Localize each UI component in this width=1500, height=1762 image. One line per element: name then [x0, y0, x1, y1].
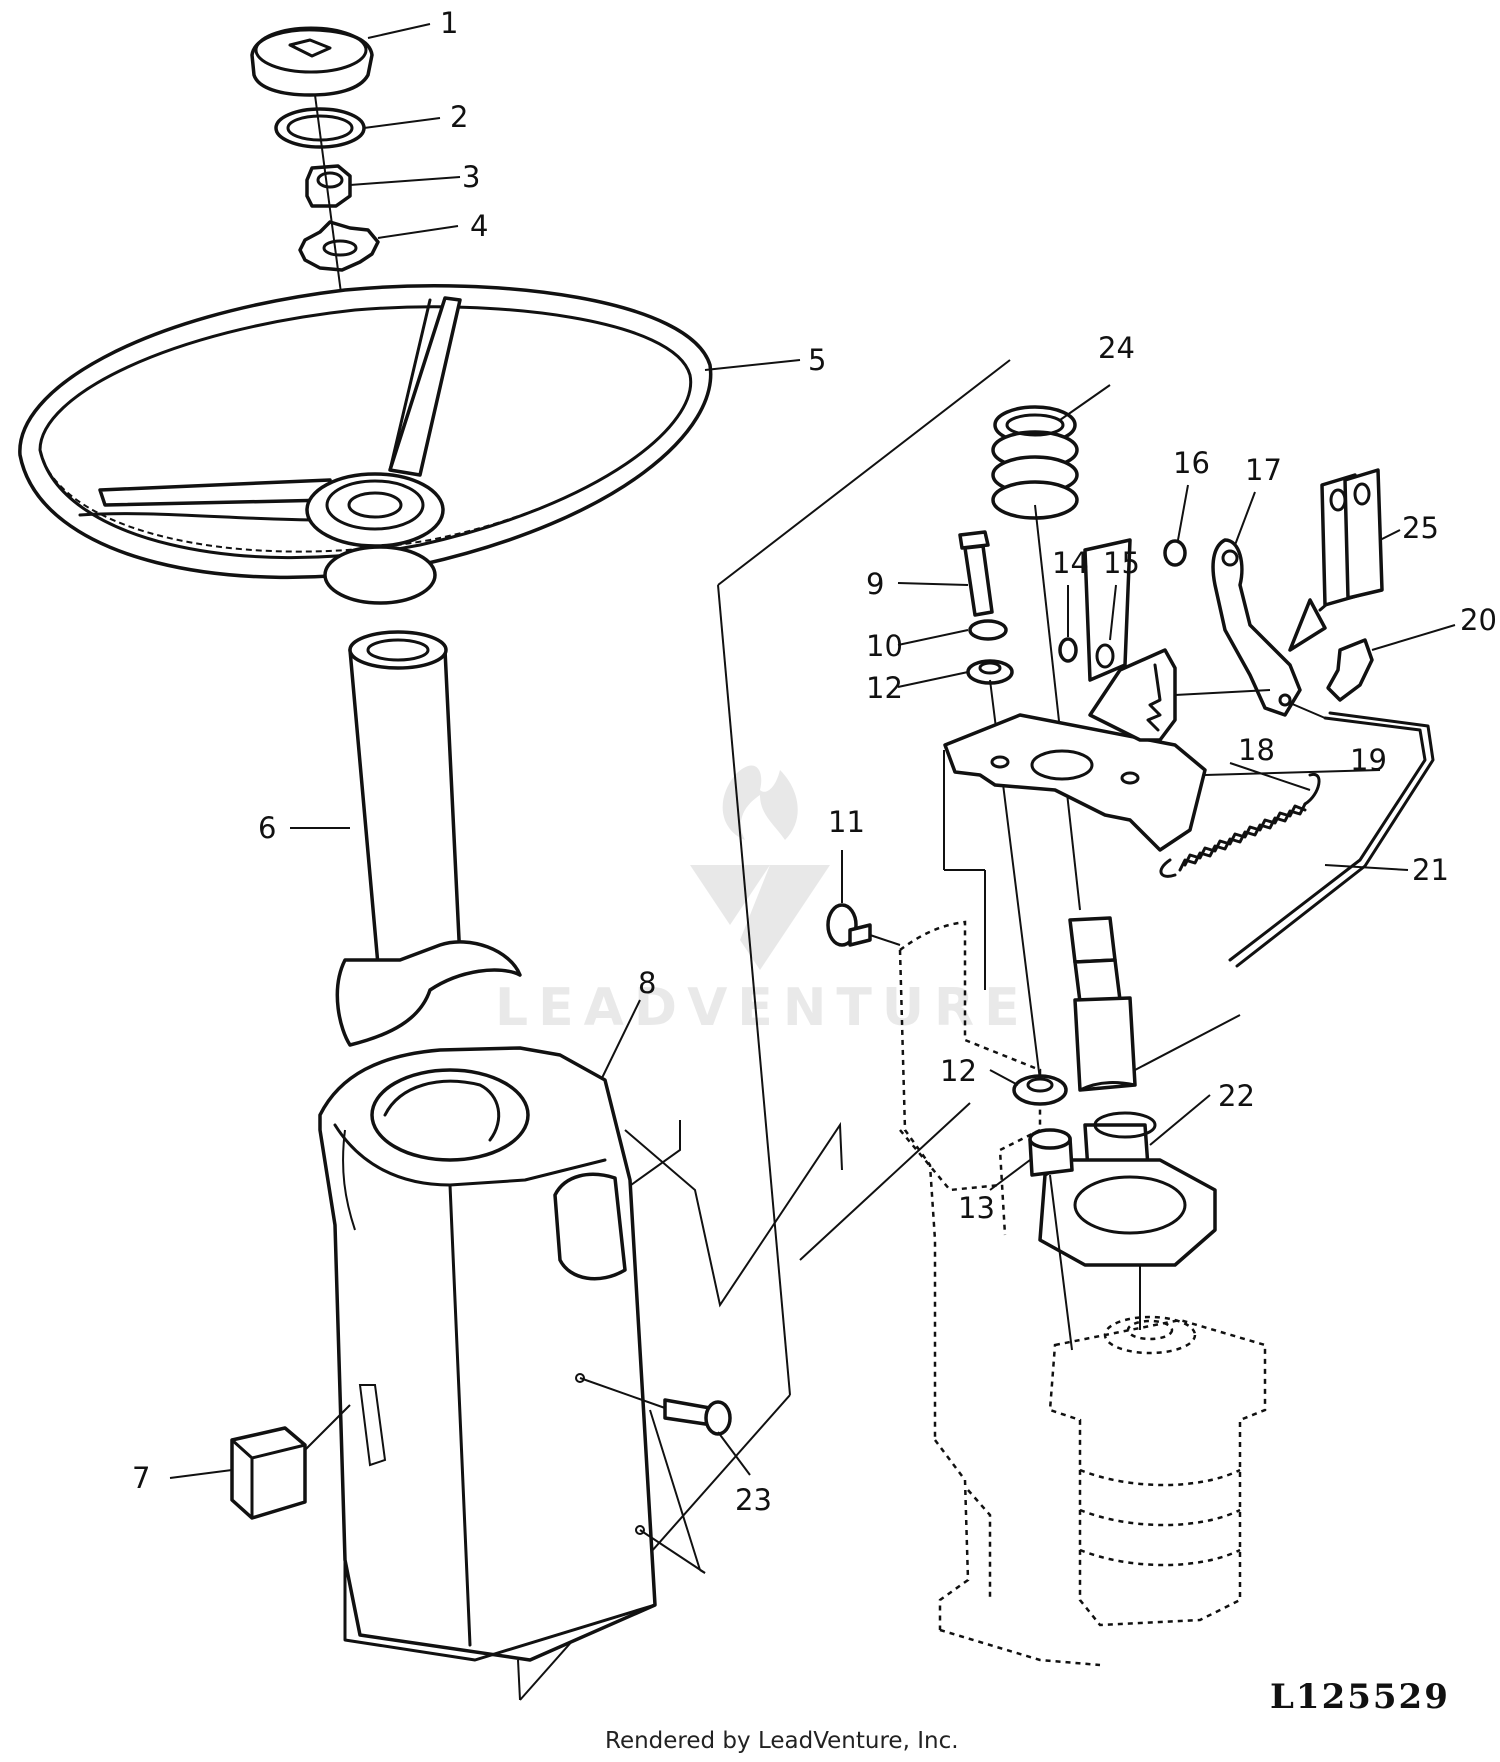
- callout-25: 25: [1402, 511, 1439, 545]
- part-23-cap-screw: [579, 1377, 732, 1574]
- callout-5: 5: [808, 343, 826, 377]
- part-12-bushing-lower: [1012, 1074, 1068, 1106]
- callout-13: 13: [958, 1191, 995, 1225]
- part-18-bracket: [943, 648, 1207, 852]
- callout-12-upper: 12: [866, 671, 903, 705]
- callout-6: 6: [258, 811, 276, 845]
- part-9-bolt: [958, 530, 994, 617]
- callout-4: 4: [470, 209, 488, 243]
- part-12-bushing-upper: [966, 659, 1014, 685]
- part-11-bushing: [826, 903, 901, 947]
- part-15-plate: [1083, 538, 1132, 682]
- callout-11: 11: [828, 805, 865, 839]
- part-5-steering-wheel: [18, 284, 713, 605]
- part-21-rod: [1228, 702, 1435, 968]
- spring-axis: [1034, 504, 1081, 911]
- part-3-nut: [305, 164, 352, 208]
- part-7-pad: [230, 1404, 351, 1520]
- part-13-spacer: [1028, 1128, 1074, 1177]
- part-22-steering-shaft: [1038, 916, 1217, 1330]
- callout-10: 10: [866, 629, 903, 663]
- part-6-column-tube: [335, 630, 522, 1047]
- watermark-logo: [690, 765, 830, 970]
- callout-19: 19: [1350, 743, 1387, 777]
- part-24-spring: [991, 405, 1079, 520]
- part-17-lever: [1211, 538, 1302, 717]
- callout-22: 22: [1218, 1079, 1255, 1113]
- part-4-tab-washer: [298, 220, 380, 272]
- callout-21: 21: [1412, 853, 1449, 887]
- callout-9: 9: [866, 567, 884, 601]
- callout-18: 18: [1238, 733, 1275, 767]
- watermark-text: LEADVENTURE: [495, 978, 1030, 1038]
- part-16-clip: [1163, 539, 1187, 567]
- callout-15: 15: [1103, 546, 1140, 580]
- part-19-spring: [1159, 772, 1321, 878]
- part-20-clip: [1326, 638, 1374, 702]
- callout-7: 7: [132, 1461, 150, 1495]
- part-1-horn-cap: [250, 26, 374, 97]
- reference-lines: [517, 359, 1011, 1701]
- callout-1: 1: [440, 6, 458, 40]
- callout-3: 3: [462, 160, 480, 194]
- part-10-washer: [968, 619, 1008, 641]
- footer-credit: Rendered by LeadVenture, Inc.: [605, 1728, 959, 1754]
- callout-24: 24: [1098, 331, 1135, 365]
- figure-id: L125529: [1270, 1677, 1450, 1717]
- callout-2: 2: [450, 100, 468, 134]
- callout-labels: 1 2 3 4 5 6 7 8 9 10 11 12 12 13 14 15 1…: [132, 6, 1497, 1517]
- part-14-clip: [1058, 637, 1078, 663]
- part-8-pedestal-cover: [318, 1046, 657, 1662]
- lower-axis: [1049, 1174, 1073, 1351]
- part-25-clevis: [1320, 468, 1384, 607]
- leader-lines: [169, 23, 1456, 1479]
- assembly-arrow-icon: [1288, 598, 1327, 652]
- callout-12-lower: 12: [940, 1054, 977, 1088]
- callout-8: 8: [638, 966, 656, 1000]
- callout-17: 17: [1245, 453, 1282, 487]
- callout-20: 20: [1460, 603, 1497, 637]
- callout-16: 16: [1173, 446, 1210, 480]
- callout-14: 14: [1052, 546, 1089, 580]
- callout-23: 23: [735, 1483, 772, 1517]
